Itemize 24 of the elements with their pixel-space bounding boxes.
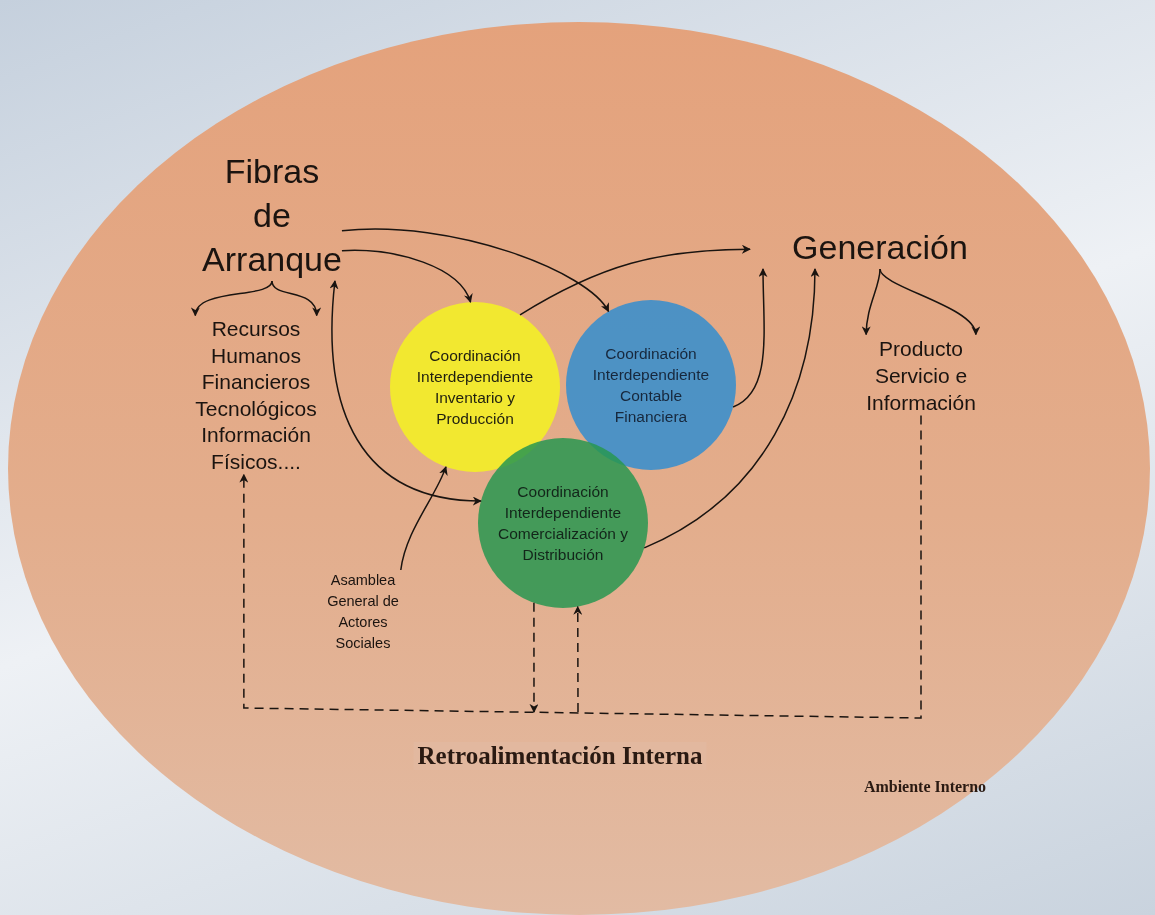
text-label: Asamblea General de Actores Sociales xyxy=(321,570,405,654)
arrow xyxy=(879,268,979,336)
circle-label: Coordinación Interdependiente Contable Financiera xyxy=(591,344,711,427)
edge-label: Retroalimentación Interna xyxy=(413,742,707,770)
text-label: Fibras de Arranque xyxy=(202,149,342,281)
arrow xyxy=(519,244,751,316)
arrow xyxy=(341,249,472,303)
arrow xyxy=(643,268,820,549)
dashed-arrow xyxy=(239,414,922,719)
text-label: Recursos Humanos Financieros Tecnológicos Información Físicos.... xyxy=(195,315,317,475)
arrow xyxy=(400,466,448,571)
region-label: Ambiente Interno xyxy=(862,778,988,796)
arrow xyxy=(341,228,610,313)
text-label: Producto Servicio e Información xyxy=(866,334,976,416)
arrow xyxy=(271,280,320,317)
dashed-arrow xyxy=(529,602,539,713)
arrow xyxy=(732,268,768,408)
arrow xyxy=(192,280,273,317)
circle-label: Coordinación Interdependiente Inventario y Producción xyxy=(415,346,535,429)
arrow xyxy=(862,268,881,336)
text-label: Generación xyxy=(750,225,1010,269)
arrow xyxy=(329,280,482,505)
circle-label: Coordinación Interdependiente Comercialización y Distribución xyxy=(497,482,629,565)
dashed-arrow xyxy=(573,605,583,713)
